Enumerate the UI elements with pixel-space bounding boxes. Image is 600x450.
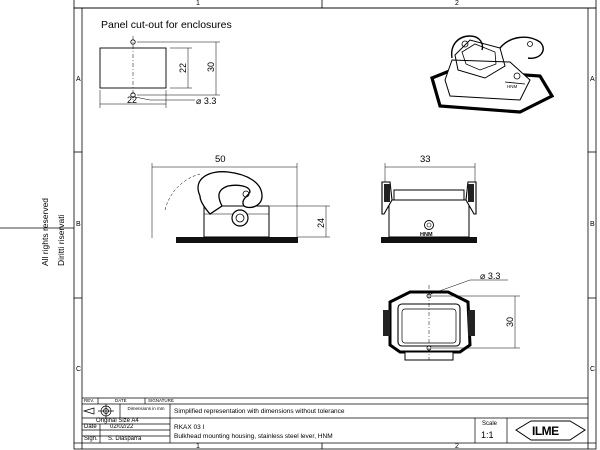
top-height-dim: 30 (505, 317, 515, 327)
ilme-logo-text: ILME (532, 424, 559, 438)
ilme-logo: ILME (515, 420, 586, 441)
scale-value: 1:1 (481, 430, 494, 440)
scale-label: Scale (482, 421, 498, 427)
date-label: Date (84, 424, 97, 430)
row-label-b: B (76, 221, 81, 228)
cutout-outer-height: 30 (206, 62, 216, 72)
date-header: DATE (115, 398, 127, 403)
rights-reserved-en: All rights reserved (40, 197, 50, 266)
column-label-2-bottom: 2 (455, 443, 459, 450)
sign-value: S. Diasparra (108, 436, 142, 442)
row-label-c: C (76, 366, 82, 373)
top-hole-dim: ⌀ 3.3 (480, 271, 500, 281)
side-width-dim: 50 (215, 154, 226, 165)
svg-text:HNM: HNM (507, 84, 517, 89)
cutout-hole-dim: ⌀ 3.3 (196, 96, 216, 106)
column-label-1-bottom: 1 (196, 443, 200, 450)
title-block-frame (82, 397, 588, 443)
top-view: ⌀ 3.3 30 (383, 271, 520, 361)
rights-reserved-it: Diritti riservati (56, 214, 66, 266)
article-description: Bulkhead mounting housing, stainless ste… (174, 433, 333, 440)
cutout-view: Panel cut-out for enclosures 22 30 22 ⌀ … (99, 19, 232, 108)
cutout-title: Panel cut-out for enclosures (101, 19, 232, 31)
front-width-dim: 33 (420, 154, 431, 165)
side-height-dim: 24 (316, 218, 326, 228)
column-label-1: 1 (196, 0, 200, 7)
side-view: 50 24 (151, 154, 330, 243)
rev-header: REV. (84, 398, 95, 403)
article-code: RKAX 03 I (174, 424, 205, 431)
row-label-a: A (76, 76, 81, 83)
sign-label: Sign. (84, 436, 98, 442)
dimensions-unit: Dimensions in mm (127, 406, 165, 411)
projection-symbol-icon (82, 404, 114, 418)
cutout-width: 22 (127, 95, 137, 105)
date-value: 02/02/22 (110, 424, 134, 430)
cutout-inner-height: 22 (178, 63, 188, 73)
isometric-view: HNM (430, 35, 555, 114)
signature-header: SIGNATURE (148, 398, 174, 403)
front-view: 33 HNM (381, 154, 477, 243)
row-label-a-right: A (590, 76, 595, 83)
front-hnm-label: HNM (420, 232, 433, 238)
row-label-b-right: B (590, 221, 595, 228)
row-label-c-right: C (590, 366, 596, 373)
original-size: Original Size A4 (96, 418, 139, 424)
tolerance-note: Simplified representation with dimension… (174, 408, 345, 415)
column-label-2: 2 (455, 0, 459, 7)
